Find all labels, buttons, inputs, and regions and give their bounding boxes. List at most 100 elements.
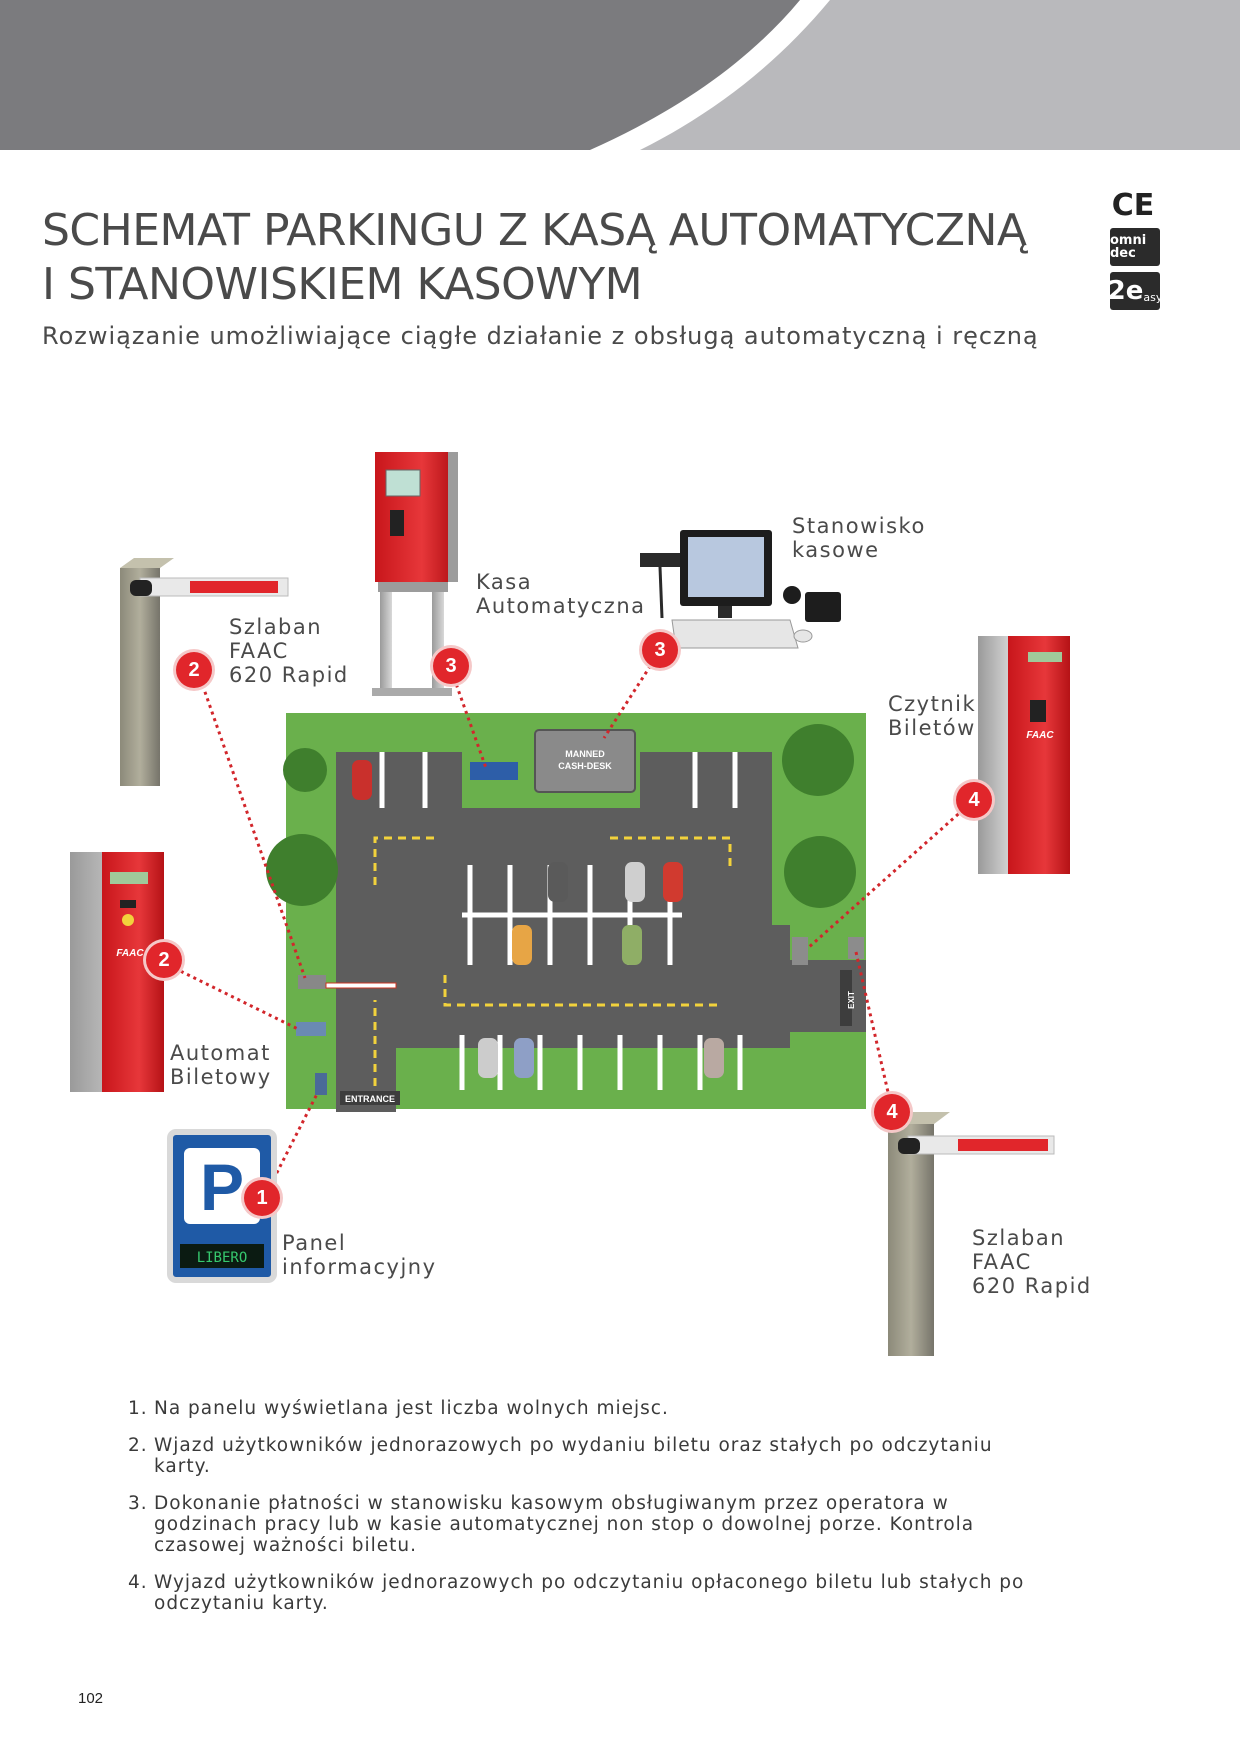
omnidec-logo: omni dec [1110, 228, 1160, 266]
badge-panel: 1 [244, 1180, 280, 1216]
car [352, 760, 372, 800]
kasa-automatyczna-device [372, 452, 458, 696]
note-item: 1. Na panelu wyświetlana jest liczba woln… [128, 1398, 1048, 1419]
label-automat-biletowy: Automat Biletowy [170, 1041, 272, 1089]
tree [266, 834, 338, 906]
note-number: 2. [128, 1435, 148, 1456]
car [478, 1038, 498, 1078]
badge-stanowisko: 3 [642, 632, 678, 668]
asphalt-entrance [336, 752, 396, 1112]
customer-display [640, 553, 680, 567]
panel-display-text: LIBERO [197, 1250, 248, 1266]
faac-brand-left: FAAC [116, 948, 144, 959]
note-text: Wyjazd użytkowników jednorazowych po odc… [154, 1572, 1025, 1614]
kasa-leg-left [380, 592, 392, 692]
barrier-arm-stripe-left [190, 581, 278, 593]
czytnik-biletow-device: FAAC [978, 636, 1070, 874]
page-subtitle: Rozwiązanie umożliwiające ciągłe działan… [42, 322, 1039, 350]
barrier-post-right [888, 1124, 934, 1356]
card-reader [783, 586, 801, 604]
tree [283, 748, 327, 792]
twoeasy-logo-main: 2e [1107, 276, 1144, 306]
connector-szlaban-left [196, 671, 307, 979]
map-info-panel [315, 1073, 327, 1095]
entrance-label: ENTRANCE [345, 1094, 395, 1104]
tree [784, 836, 856, 908]
szlaban-left-device [120, 558, 289, 786]
dispenser-button [122, 914, 134, 926]
label-kasa-automatyczna: Kasa Automatyczna [476, 570, 646, 618]
parking-stripes-bottom [459, 1035, 743, 1090]
note-text: Wjazd użytkowników jednorazowych po wyda… [154, 1435, 993, 1477]
kasa-side [448, 452, 458, 582]
connector-lines [161, 653, 975, 1199]
tree [782, 724, 854, 796]
monitor-screen [688, 537, 764, 597]
parking-stripes-top [379, 752, 738, 808]
barrier-arm-stripe-right [958, 1139, 1048, 1151]
kasa-screen [385, 469, 421, 497]
barrier-post-top-left [120, 558, 174, 568]
map-barrier-post [298, 975, 326, 989]
note-number: 4. [128, 1572, 148, 1593]
label-panel-informacyjny: Panel informacyjny [282, 1231, 437, 1279]
header-band-dark [0, 0, 810, 150]
map-barrier-arm [325, 982, 397, 989]
direction-arrows [373, 836, 732, 1100]
car [625, 862, 645, 902]
kasa-foot [372, 688, 452, 696]
dispenser-display [110, 872, 148, 884]
barrier-arm-mount-right [898, 1138, 920, 1154]
customer-display-pole [658, 566, 664, 619]
keyboard [671, 619, 799, 649]
barrier-arm-mount-left [130, 580, 152, 596]
connector-kasa [452, 677, 488, 769]
reader-front [1008, 636, 1070, 874]
connector-stanowisko [602, 653, 660, 739]
label-stanowisko-kasowe: Stanowisko kasowe [792, 514, 926, 562]
exit-marker [840, 970, 852, 1026]
reader-display [1028, 652, 1062, 662]
panel-display [180, 1244, 264, 1268]
receipt-printer [805, 592, 841, 622]
connector-automat [161, 960, 301, 1032]
parking-map: MANNED CASH-DESK ENTRANCE EXIT [266, 713, 866, 1112]
map-cash-desk-label-2: CASH-DESK [558, 761, 612, 771]
faac-brand-right: FAAC [1026, 730, 1054, 741]
cars [352, 760, 724, 1078]
label-szlaban-left: Szlaban FAAC 620 Rapid [229, 615, 349, 687]
barrier-post-left [120, 568, 160, 786]
parking-diagram: MANNED CASH-DESK ENTRANCE EXIT [70, 452, 1070, 1356]
badge-szlaban-right: 4 [874, 1094, 910, 1130]
panel-p-letter: P [200, 1150, 244, 1224]
connector-panel [262, 1091, 320, 1199]
note-text: Dokonanie płatności w stanowisku kasowym… [154, 1493, 975, 1556]
map-cash-desk-label-1: MANNED [565, 749, 605, 759]
label-czytnik-biletow: Czytnik Biletów [888, 692, 977, 740]
ce-mark-logo: CE [1111, 187, 1155, 223]
header-band-swoosh [590, 0, 830, 150]
connector-czytnik [807, 798, 975, 950]
map-ticket-reader [792, 937, 808, 965]
note-item: 3. Dokonanie płatności w stanowisku kasow… [128, 1493, 1048, 1556]
note-number: 3. [128, 1493, 148, 1514]
car [548, 862, 568, 902]
page-title-line-1: SCHEMAT PARKINGU Z KASĄ AUTOMATYCZNĄ [42, 205, 1027, 256]
dispenser-slot [120, 900, 136, 908]
note-item: 4. Wyjazd użytkowników jednorazowych po o… [128, 1572, 1048, 1614]
mouse [793, 629, 813, 643]
note-number: 1. [128, 1398, 148, 1419]
note-text: Na panelu wyświetlana jest liczba wolnyc… [154, 1398, 669, 1419]
label-szlaban-right: Szlaban FAAC 620 Rapid [972, 1226, 1092, 1298]
note-item: 2. Wjazd użytkowników jednorazowych po wy… [128, 1435, 1048, 1477]
kasa-base [378, 582, 448, 592]
reader-side [978, 636, 1012, 874]
car [704, 1038, 724, 1078]
map-cash-desk [534, 729, 636, 793]
page-number: 102 [78, 1690, 104, 1707]
badge-szlaban-left: 2 [176, 652, 212, 688]
twoeasy-logo-sub: asy [1143, 290, 1163, 304]
header-band [0, 0, 1240, 150]
szlaban-right-device [888, 1112, 1055, 1356]
